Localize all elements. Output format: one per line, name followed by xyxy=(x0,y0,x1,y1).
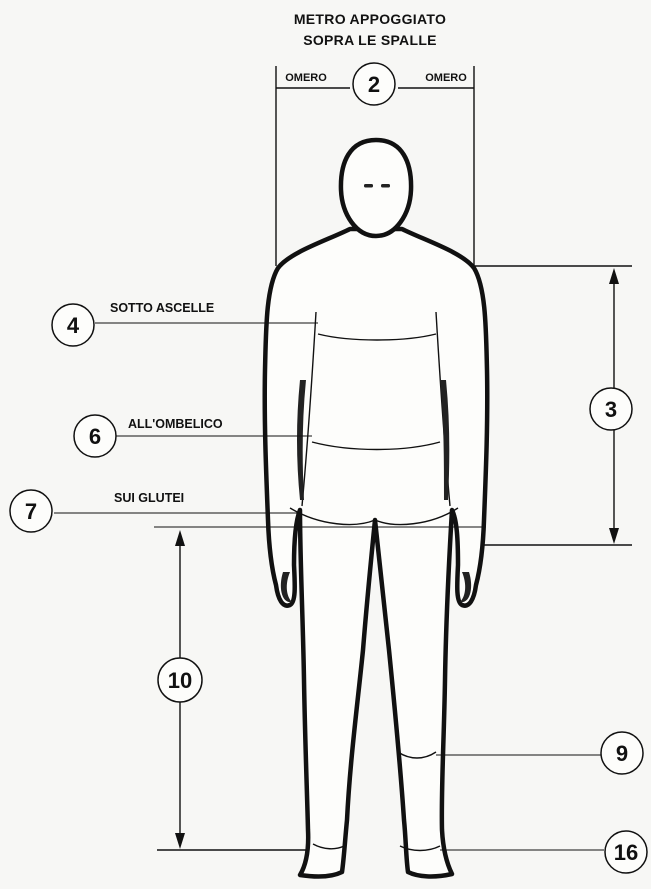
torso-length-measure: 3 xyxy=(474,266,632,545)
all-ombelico-label: ALL'OMBELICO xyxy=(128,417,223,431)
ankle-measure: 16 xyxy=(440,831,647,873)
body-silhouette xyxy=(265,229,488,876)
title-line-2: SOPRA LE SPALLE xyxy=(303,32,437,48)
head xyxy=(341,140,411,236)
marker-16-label: 16 xyxy=(614,840,638,865)
sui-glutei-label: SUI GLUTEI xyxy=(114,491,184,505)
marker-7-label: 7 xyxy=(25,499,37,524)
omero-right-label: OMERO xyxy=(425,72,467,84)
human-figure xyxy=(265,140,488,876)
calf-measure: 9 xyxy=(436,732,643,774)
marker-2-label: 2 xyxy=(368,72,380,97)
omero-left-label: OMERO xyxy=(285,72,327,84)
marker-9-label: 9 xyxy=(616,741,628,766)
marker-3-label: 3 xyxy=(605,397,617,422)
marker-6-label: 6 xyxy=(89,424,101,449)
marker-10-label: 10 xyxy=(168,668,192,693)
left-eye xyxy=(364,184,373,188)
sotto-ascelle-label: SOTTO ASCELLE xyxy=(110,301,214,315)
marker-4-label: 4 xyxy=(67,313,80,338)
right-eye xyxy=(381,184,390,188)
title-line-1: METRO APPOGGIATO xyxy=(294,11,446,27)
